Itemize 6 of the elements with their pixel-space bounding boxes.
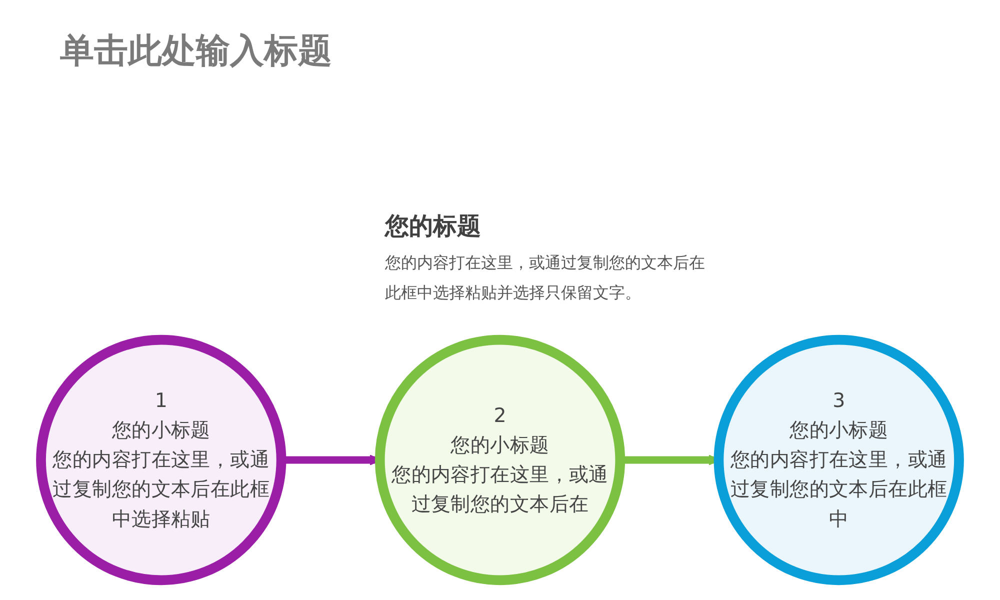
- node-circle: 3 您的小标题 您的内容打在这里，或通过复制您的文本后在此框中: [714, 334, 964, 586]
- body-text: 您的内容打在这里，或通过复制您的文本后在此框中选择粘贴并选择只保留文字。: [385, 252, 705, 304]
- node-circle: 1 您的小标题 您的内容打在这里，或通过复制您的文本后在此框中选择粘贴: [36, 334, 286, 586]
- page-title: 单击此处输入标题: [60, 30, 332, 73]
- node-circle: 2 您的小标题 您的内容打在这里，或通过复制您的文本后在: [374, 334, 626, 586]
- heading-text: 您的标题: [385, 211, 481, 242]
